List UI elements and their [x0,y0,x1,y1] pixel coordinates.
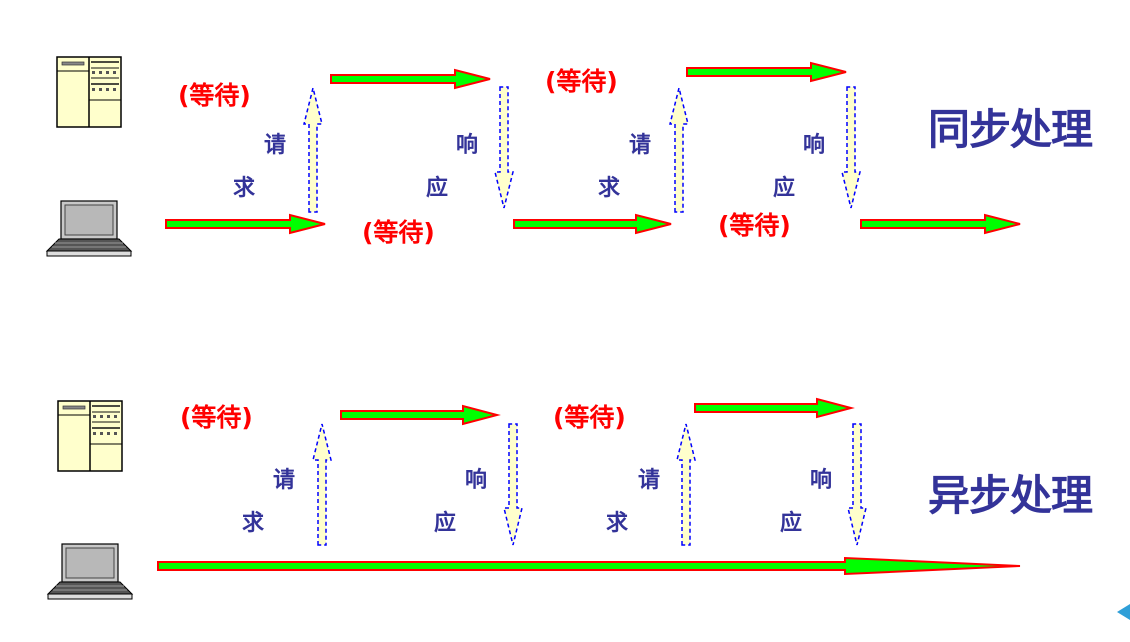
sync-response-char-1: 响 [456,133,479,158]
sync-response-char-3: 响 [803,133,826,158]
sync-wait-label-4: (等待) [718,211,791,240]
async-request-char-4: 求 [606,511,629,536]
async-flow-arrows [157,397,1021,576]
async-response-char-3: 响 [810,468,833,493]
async-response-char-4: 应 [780,511,803,536]
sync-wait-label-3: (等待) [362,218,435,247]
async-wait-label-1: (等待) [180,403,253,432]
async-response-arrows [503,423,867,546]
sync-wait-label-1: (等待) [178,81,251,110]
sync-response-char-2: 应 [426,176,449,201]
sync-request-arrows [303,87,689,213]
async-request-char-2: 求 [242,511,265,536]
async-wait-label-2: (等待) [553,403,626,432]
async-server-icon [57,400,123,472]
sync-server-icon [56,56,122,128]
async-response-char-1: 响 [465,468,488,493]
sync-request-char-1: 请 [264,133,287,158]
sync-request-char-4: 求 [598,176,621,201]
sync-request-char-3: 请 [629,133,652,158]
sync-title: 同步处理 [928,105,1093,154]
sync-response-char-4: 应 [773,176,796,201]
async-request-char-1: 请 [273,468,296,493]
sync-request-char-2: 求 [233,176,256,201]
sync-laptop-icon [46,200,132,257]
async-title: 异步处理 [928,471,1093,520]
async-request-char-3: 请 [638,468,661,493]
sync-wait-label-2: (等待) [545,67,618,96]
previous-slide-icon[interactable] [1117,604,1130,620]
async-laptop-icon [47,543,133,600]
async-request-arrows [312,423,696,546]
async-response-char-2: 应 [434,511,457,536]
sync-flow-arrows [165,61,1021,235]
sync-response-arrows [494,86,861,209]
